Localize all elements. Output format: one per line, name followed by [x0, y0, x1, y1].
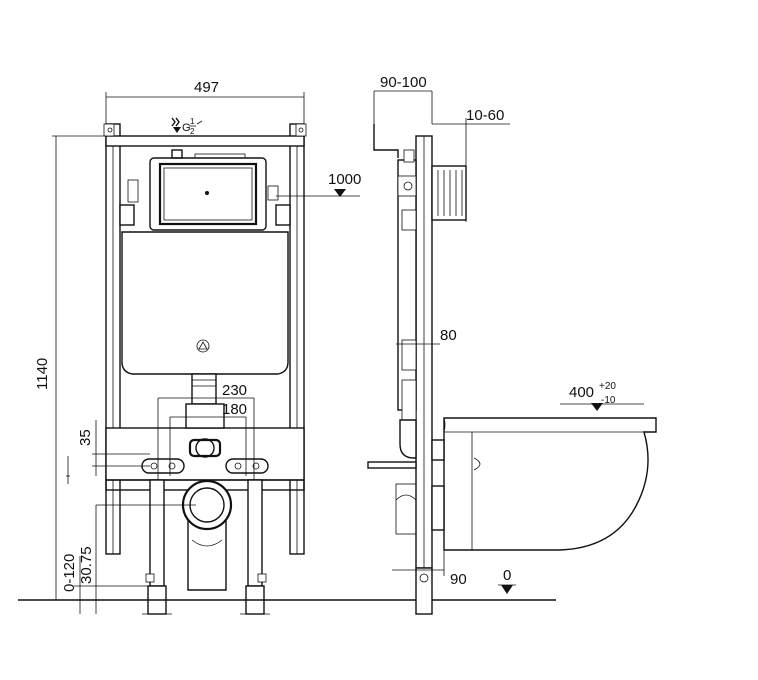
dimension-level-1000: 1000 [276, 171, 361, 197]
dimension-offset-35: 35 [66, 420, 150, 484]
label-230: 230 [222, 382, 247, 399]
floor-marker-0: 0 [498, 567, 516, 594]
dimension-range: 0-120 30.75 [61, 504, 196, 614]
support-bar [367, 461, 417, 469]
inlet-fraction-num: 1 [190, 117, 195, 126]
label-90-100: 90-100 [380, 74, 427, 91]
label-1000: 1000 [328, 171, 361, 188]
drain-pipe [181, 479, 233, 591]
inlet-fraction-den: 2 [190, 127, 195, 136]
label-1140: 1140 [34, 358, 51, 390]
cistern [119, 149, 291, 458]
label-30-75: 30.75 [78, 546, 95, 584]
dimension-depth-90-100: 90-100 [373, 74, 433, 124]
side-frame [395, 135, 433, 615]
dimension-frame-80: 80 [396, 327, 457, 345]
label-400: 400 [569, 384, 594, 401]
label-497: 497 [194, 79, 219, 96]
label-0: 0 [503, 567, 511, 584]
tolerance-minus: -10 [601, 395, 616, 406]
dimension-230-180: 230 180 [157, 382, 255, 480]
side-view: 90-100 10-60 [367, 74, 657, 615]
dimension-offset-90: 90 [392, 550, 467, 588]
front-view: 497 G 1 2 [18, 79, 556, 615]
inlet-g-label: G [182, 122, 191, 134]
flush-plate [431, 165, 467, 221]
top-hook [373, 124, 399, 158]
mounting-plates [141, 458, 269, 474]
label-80: 80 [440, 327, 457, 344]
label-10-60: 10-60 [466, 107, 504, 124]
dimension-height-400: 400 +20 -10 [560, 381, 644, 411]
label-0-120: 0-120 [61, 554, 78, 592]
water-inlet-symbol: G 1 2 [171, 117, 203, 136]
label-180: 180 [222, 401, 247, 418]
dimension-height-1140: 1140 [34, 135, 106, 600]
toilet-bowl [431, 417, 657, 551]
dimension-width-497: 497 [105, 79, 305, 128]
label-90: 90 [450, 571, 467, 588]
tolerance-plus: +20 [599, 381, 616, 392]
label-35: 35 [77, 429, 94, 446]
